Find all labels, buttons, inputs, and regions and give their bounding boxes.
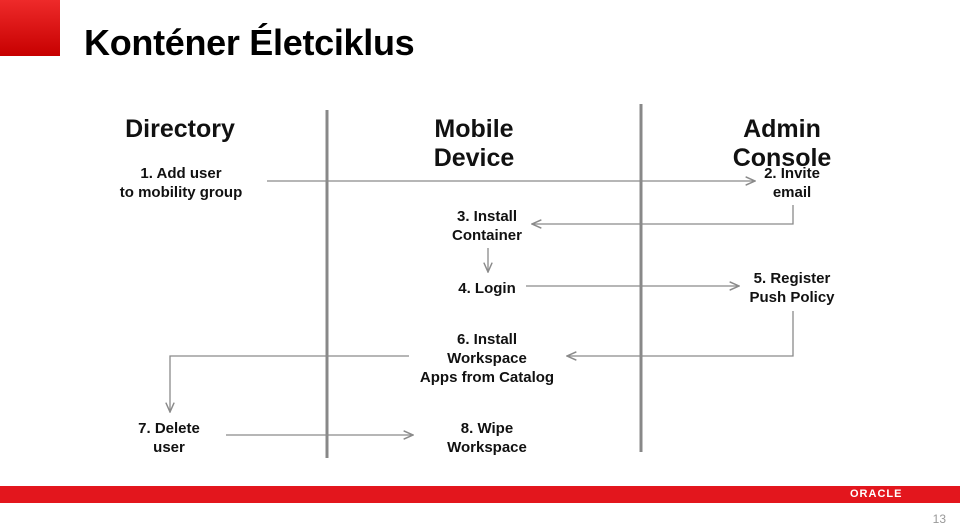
- slide-title: Konténer Életciklus: [84, 22, 415, 63]
- step-8: 8. Wipe Workspace: [447, 420, 527, 456]
- column-header-admin-console: Admin Console: [712, 86, 852, 173]
- step-6: 6. Install Workspace Apps from Catalog: [419, 331, 555, 386]
- column-header-directory-text: Directory: [125, 115, 235, 143]
- column-header-mobile-device: Mobile Device: [404, 86, 544, 173]
- column-header-directory: Directory: [110, 115, 250, 144]
- step-1: 1. Add user to mobility group: [119, 165, 243, 201]
- step-7: 7. Delete user: [138, 420, 200, 456]
- step-2: 2. Invite email: [764, 165, 820, 201]
- column-header-admin-console-text: Admin Console: [732, 115, 832, 172]
- footer-bar: [0, 486, 960, 503]
- arrow-step6-to-step7: [170, 355, 409, 412]
- step-3: 3. Install Container: [451, 208, 522, 244]
- page-number: 13: [932, 512, 946, 526]
- step-5: 5. Register Push Policy: [749, 270, 835, 306]
- oracle-logo: ORACLE: [850, 488, 903, 500]
- arrow-step5-to-step6: [567, 311, 794, 356]
- arrow-step2-to-step3: [532, 205, 794, 224]
- column-header-mobile-device-text: Mobile Device: [433, 115, 515, 172]
- brand-corner-block: [0, 0, 60, 56]
- step-4: 4. Login: [458, 280, 516, 297]
